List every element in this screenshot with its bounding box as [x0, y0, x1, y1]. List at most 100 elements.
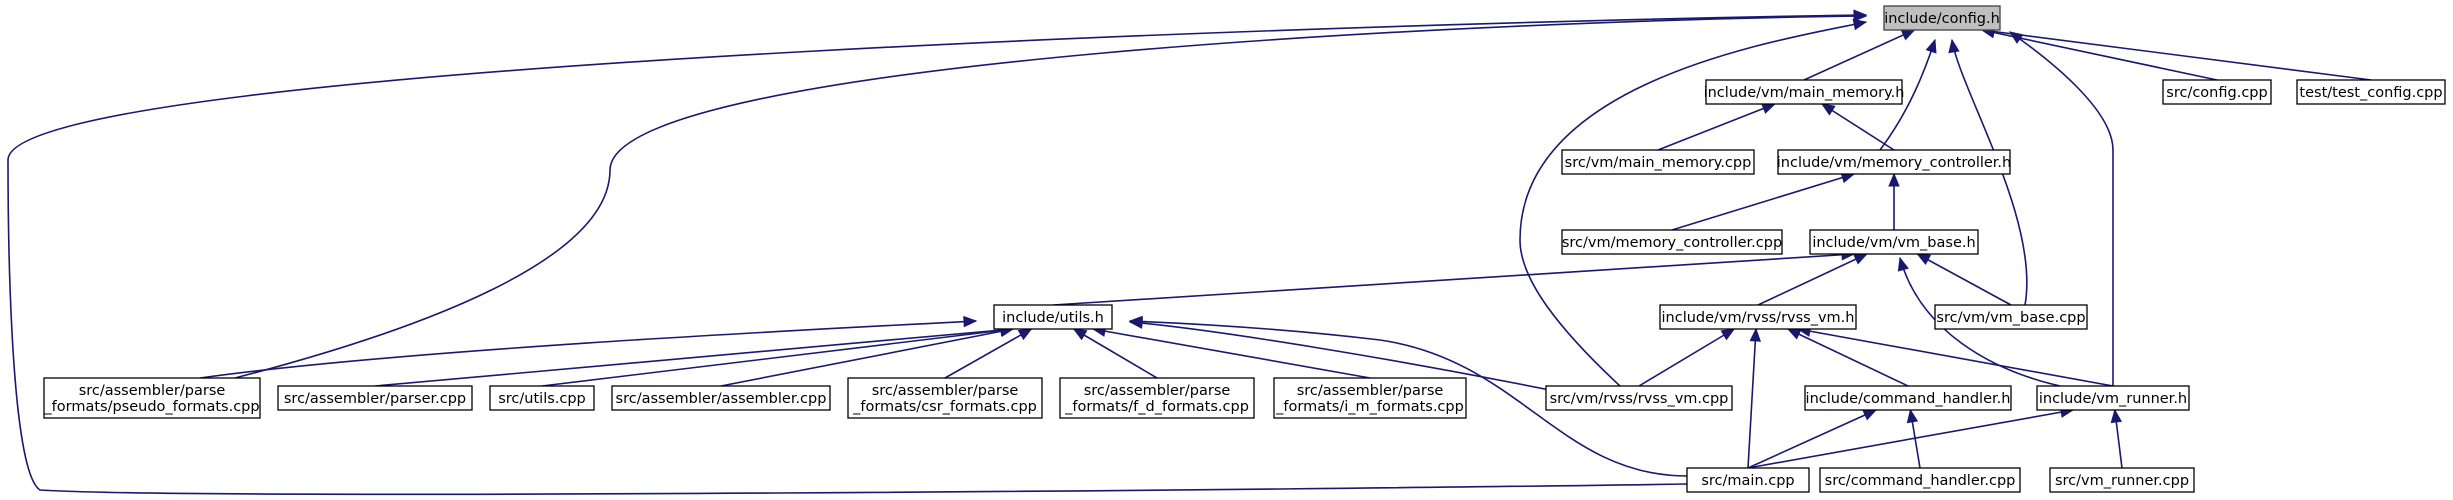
node-box[interactable] — [43, 377, 261, 419]
node-box[interactable] — [1819, 467, 2021, 493]
edge-assembler_cpp-to-utils_h — [720, 325, 1015, 387]
arrow-head — [1128, 315, 1143, 328]
node-label: include/vm_runner.h — [2039, 391, 2187, 407]
edge-line — [1747, 409, 2074, 469]
node-label: include/command_handler.h — [1806, 391, 2011, 407]
arrow-head — [1948, 38, 1960, 54]
node-box[interactable] — [1934, 304, 2088, 330]
node-f-d-formats-cpp[interactable]: src/assembler/parse_formats/f_d_formats.… — [1059, 377, 1255, 419]
node-csr-formats-cpp[interactable]: src/assembler/parse_formats/csr_formats.… — [847, 377, 1043, 419]
arrow-head — [1853, 253, 1868, 265]
arrow-head — [1072, 328, 1088, 341]
edge-line — [1129, 321, 1561, 393]
node-label: test/test_config.cpp — [2299, 85, 2442, 101]
node-box[interactable] — [1804, 385, 2012, 411]
node-label: _formats/pseudo_formats.cpp — [43, 399, 259, 415]
edge-line — [1519, 21, 1867, 387]
arrow-head — [1017, 328, 1033, 341]
node-config-h[interactable]: include/config.h — [1883, 5, 2001, 31]
node-i-m-formats-cpp[interactable]: src/assembler/parse_formats/i_m_formats.… — [1273, 377, 1467, 419]
node-utils-h[interactable]: include/utils.h — [993, 304, 1113, 330]
node-label: include/vm/main_memory.h — [1704, 85, 1905, 101]
edge-line — [1747, 409, 1877, 469]
node-box[interactable] — [2049, 467, 2195, 493]
node-vm-runner-h[interactable]: include/vm_runner.h — [2036, 385, 2190, 411]
arrow-head — [2110, 408, 2123, 424]
node-box[interactable] — [2036, 385, 2190, 411]
node-test-config-cpp[interactable]: test/test_config.cpp — [2296, 79, 2446, 105]
edge-line — [1638, 328, 1735, 387]
node-box[interactable] — [1273, 377, 1467, 419]
arrow-head — [1852, 18, 1868, 31]
edge-main_cpp-to-config_h — [7, 9, 1868, 496]
arrow-head — [1820, 103, 1836, 116]
node-box[interactable] — [277, 385, 473, 411]
node-main-memory-cpp[interactable]: src/vm/main_memory.cpp — [1561, 149, 1755, 175]
node-vm-base-h[interactable]: include/vm/vm_base.h — [1809, 229, 1979, 255]
node-label: src/assembler/parse — [872, 383, 1019, 399]
node-box[interactable] — [489, 385, 595, 411]
edge-rvss_vm_cpp-to-config_h — [1519, 18, 1868, 387]
edge-line — [374, 328, 1014, 387]
edge-line — [1981, 29, 2372, 81]
node-box[interactable] — [1777, 149, 2011, 175]
node-config-cpp[interactable]: src/config.cpp — [2162, 79, 2272, 105]
node-vm-base-cpp[interactable]: src/vm/vm_base.cpp — [1934, 304, 2088, 330]
node-main-memory-h[interactable]: include/vm/main_memory.h — [1704, 79, 1905, 105]
edge-line — [1981, 29, 2218, 81]
arrow-head — [1720, 328, 1736, 341]
node-rvss-vm-cpp[interactable]: src/vm/rvss/rvss_vm.cpp — [1545, 385, 1733, 411]
node-box[interactable] — [847, 377, 1043, 419]
edge-memory_controller_h-to-main_memory_h — [1820, 103, 1895, 151]
node-box[interactable] — [1686, 467, 1810, 493]
node-label: src/vm/main_memory.cpp — [1565, 155, 1752, 171]
edge-line — [1092, 328, 1371, 379]
node-box[interactable] — [1659, 304, 1857, 330]
node-label: src/command_handler.cpp — [1825, 473, 2016, 489]
edge-line — [1787, 328, 1909, 387]
arrow-head — [1786, 328, 1802, 340]
node-box[interactable] — [1809, 229, 1979, 255]
node-label: src/config.cpp — [2166, 85, 2267, 101]
edge-line — [199, 320, 977, 379]
node-assembler-cpp[interactable]: src/assembler/assembler.cpp — [611, 385, 831, 411]
node-box[interactable] — [993, 304, 1113, 330]
node-box[interactable] — [1545, 385, 1733, 411]
arrow-head — [1906, 408, 1919, 424]
edge-csr_formats_cpp-to-utils_h — [944, 328, 1033, 379]
node-rvss-vm-h[interactable]: include/vm/rvss/rvss_vm.h — [1659, 304, 1857, 330]
node-label: src/assembler/parse — [1084, 383, 1231, 399]
node-memory-controller-cpp[interactable]: src/vm/memory_controller.cpp — [1561, 229, 1783, 255]
node-box[interactable] — [1883, 5, 2001, 31]
node-box[interactable] — [1705, 79, 1903, 105]
node-box[interactable] — [1561, 149, 1755, 175]
edge-line — [1129, 320, 1688, 477]
edge-rvss_vm_h-to-vm_base_h — [1757, 253, 1868, 306]
node-command-handler-h[interactable]: include/command_handler.h — [1804, 385, 2012, 411]
arrow-head — [2008, 31, 2024, 44]
node-label: src/assembler/parser.cpp — [284, 391, 466, 407]
edges-layer — [7, 9, 2372, 496]
arrow-head — [1916, 253, 1932, 266]
node-label: src/utils.cpp — [498, 391, 586, 407]
node-pseudo-formats-cpp[interactable]: src/assembler/parse_formats/pseudo_forma… — [43, 377, 261, 419]
node-vm-runner-cpp[interactable]: src/vm_runner.cpp — [2049, 467, 2195, 493]
edge-command_handler_cpp-to-command_handler_h — [1906, 408, 1921, 469]
node-label: include/config.h — [1884, 11, 2000, 27]
edge-vm_runner_h-to-vm_base_h — [1897, 256, 2061, 387]
edge-line — [1671, 173, 1855, 231]
node-box[interactable] — [1561, 229, 1783, 255]
node-box[interactable] — [1059, 377, 1255, 419]
node-box[interactable] — [611, 385, 831, 411]
node-box[interactable] — [2162, 79, 2272, 105]
node-utils-cpp[interactable]: src/utils.cpp — [489, 385, 595, 411]
node-label: include/utils.h — [1002, 310, 1104, 326]
edge-main_memory_cpp-to-main_memory_h — [1657, 103, 1777, 151]
node-command-handler-cpp[interactable]: src/command_handler.cpp — [1819, 467, 2021, 493]
edge-line — [1803, 29, 1915, 81]
edge-line — [1899, 257, 2061, 387]
node-main-cpp[interactable]: src/main.cpp — [1686, 467, 1810, 493]
node-memory-controller-h[interactable]: include/vm/memory_controller.h — [1777, 149, 2012, 175]
node-box[interactable] — [2296, 79, 2446, 105]
node-parser-cpp[interactable]: src/assembler/parser.cpp — [277, 385, 473, 411]
